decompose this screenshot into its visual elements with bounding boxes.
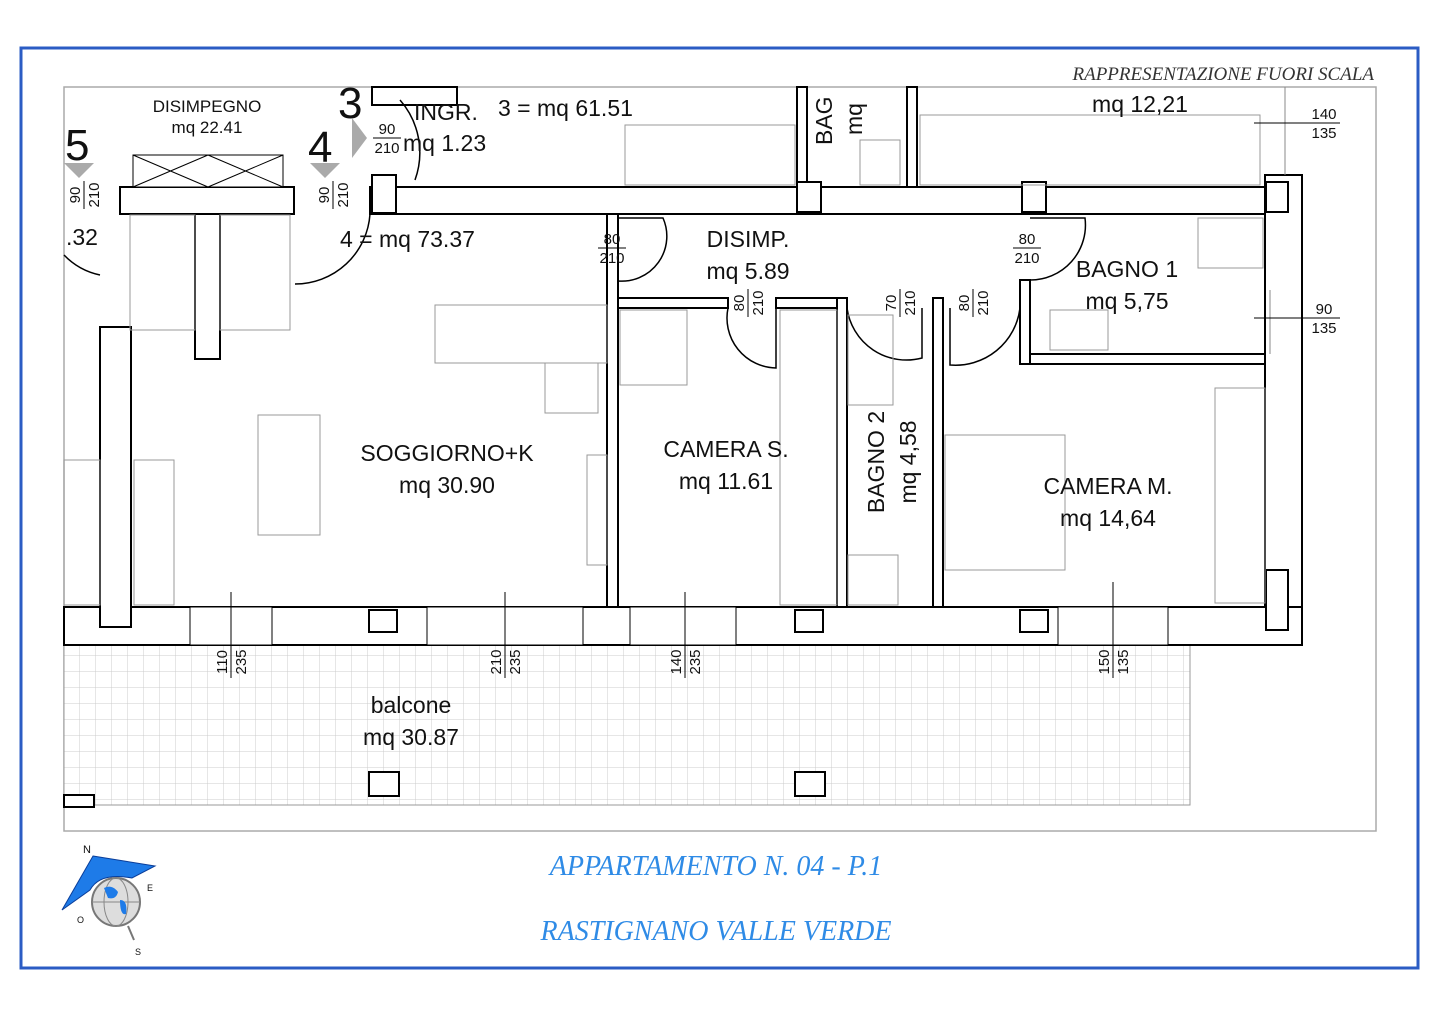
svg-text:135: 135 [1311,125,1336,142]
svg-text:135: 135 [1311,320,1336,337]
svg-text:90: 90 [379,121,396,138]
room-balcone: balcone mq 30.87 [363,692,459,750]
svg-text:235: 235 [687,649,704,674]
svg-text:210: 210 [599,250,624,267]
svg-text:210: 210 [1014,250,1039,267]
scale-note: RAPPRESENTAZIONE FUORI SCALA [1071,64,1374,85]
room-soggiorno: SOGGIORNO+K mq 30.90 [360,440,534,498]
svg-text:90: 90 [316,187,333,204]
room-name: balcone [371,692,452,718]
svg-text:210: 210 [374,140,399,157]
room-disimp: DISIMP. mq 5.89 [706,226,789,284]
disimpegno-name: DISIMPEGNO [153,97,262,116]
room-name: BAGNO 2 [863,411,889,513]
ingresso-name: INGR. [414,99,478,125]
svg-text:80: 80 [956,295,973,312]
room-name: SOGGIORNO+K [360,440,534,466]
marker-3: 3 [338,79,362,128]
balcony-area [63,644,1191,806]
room-camera-m: CAMERA M. mq 14,64 [1043,473,1172,531]
location-title: RASTIGNANO VALLE VERDE [539,916,891,947]
svg-text:210: 210 [750,290,767,315]
svg-text:235: 235 [507,649,524,674]
windows [189,87,1286,646]
furniture [63,114,1266,606]
compass-s: S [135,947,141,957]
compass-e: E [147,883,153,893]
room-area: mq 5,75 [1085,288,1168,314]
room-area: mq 5.89 [706,258,789,284]
apartment-title: APPARTAMENTO N. 04 - P.1 [548,851,882,882]
svg-text:210: 210 [335,182,352,207]
unit3-area: 3 = mq 61.51 [498,95,633,121]
svg-text:210: 210 [902,290,919,315]
room-area: mq 30.90 [399,472,495,498]
svg-text:80: 80 [604,231,621,248]
room-name: DISIMP. [707,226,790,252]
room-camera-s: CAMERA S. mq 11.61 [663,436,788,494]
svg-text:140: 140 [1311,106,1336,123]
outer-frame [19,46,1420,970]
pillar [794,771,826,797]
room-name: CAMERA M. [1043,473,1172,499]
svg-text:210: 210 [86,182,103,207]
compass-n: N [83,844,91,856]
bagno-partial-name: BAG [811,96,837,145]
svg-text:80: 80 [1019,231,1036,248]
svg-text:150: 150 [1096,649,1113,674]
room-bagno-2: BAGNO 2 mq 4,58 [863,411,921,513]
room-area: mq 11.61 [679,468,773,494]
bagno-partial-area: mq [841,103,867,135]
marker-5: 5 [65,121,89,170]
svg-text:210: 210 [488,649,505,674]
svg-text:235: 235 [233,649,250,674]
svg-text:135: 135 [1115,649,1132,674]
svg-text:210: 210 [975,290,992,315]
svg-text:90: 90 [67,187,84,204]
svg-text:80: 80 [731,295,748,312]
room-bagno-1: BAGNO 1 mq 5,75 [1076,256,1178,314]
compass-icon: N E S O [61,844,157,957]
left-partial-area: .32 [66,224,98,250]
door-swings [63,99,1087,369]
svg-text:140: 140 [668,649,685,674]
room-area: mq 4,58 [895,420,921,503]
plan-frame [63,86,1377,832]
camera-partial-area: mq 12,21 [1092,91,1188,117]
room-area: mq 14,64 [1060,505,1156,531]
compass-o: O [77,915,84,925]
room-name: CAMERA S. [663,436,788,462]
pillar [368,771,400,797]
unit4-area: 4 = mq 73.37 [340,226,475,252]
svg-text:70: 70 [883,295,900,312]
disimpegno-area: mq 22.41 [172,118,243,137]
ingresso-area: mq 1.23 [403,130,486,156]
svg-text:110: 110 [214,650,231,674]
room-name: BAGNO 1 [1076,256,1178,282]
room-area: mq 30.87 [363,724,459,750]
svg-text:90: 90 [1316,301,1333,318]
